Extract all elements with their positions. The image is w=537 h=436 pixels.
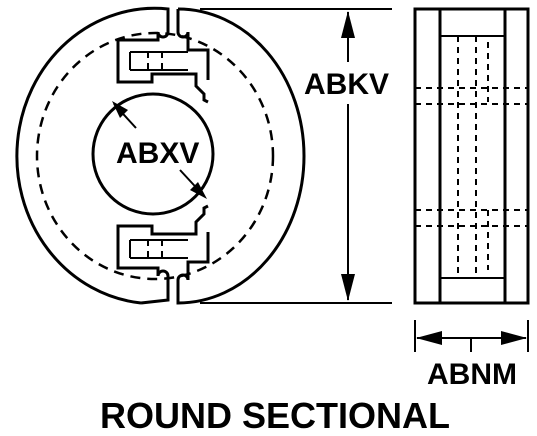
side-view bbox=[413, 7, 530, 305]
side-outer-rect bbox=[413, 7, 530, 305]
outer-dim-arrow-bottom bbox=[341, 274, 355, 301]
hidden-ring bbox=[35, 31, 275, 281]
drawing-title: ROUND SECTIONAL bbox=[100, 395, 450, 436]
bore-circle bbox=[91, 92, 215, 216]
lower-screw-hidden bbox=[147, 240, 163, 258]
right-half-outline bbox=[176, 7, 306, 305]
inner-diameter-label: ABXV bbox=[116, 137, 199, 170]
upper-screw-hidden bbox=[147, 52, 163, 70]
left-half-lower-outline bbox=[116, 204, 209, 305]
outer-dim-arrow-top bbox=[341, 11, 355, 38]
inner-diameter-arrow-lower bbox=[190, 182, 207, 199]
upper-screw-slot bbox=[129, 51, 188, 71]
lower-screw-slot bbox=[129, 239, 188, 259]
front-view bbox=[15, 6, 306, 305]
outer-diameter-label: ABKV bbox=[304, 68, 389, 101]
width-arrow-right bbox=[501, 331, 527, 345]
width-arrow-left bbox=[416, 331, 442, 345]
dimension-outer bbox=[200, 8, 392, 304]
width-label: ABNM bbox=[427, 358, 517, 391]
dimension-width bbox=[414, 320, 529, 352]
inner-diameter-arrow-upper bbox=[112, 101, 128, 118]
